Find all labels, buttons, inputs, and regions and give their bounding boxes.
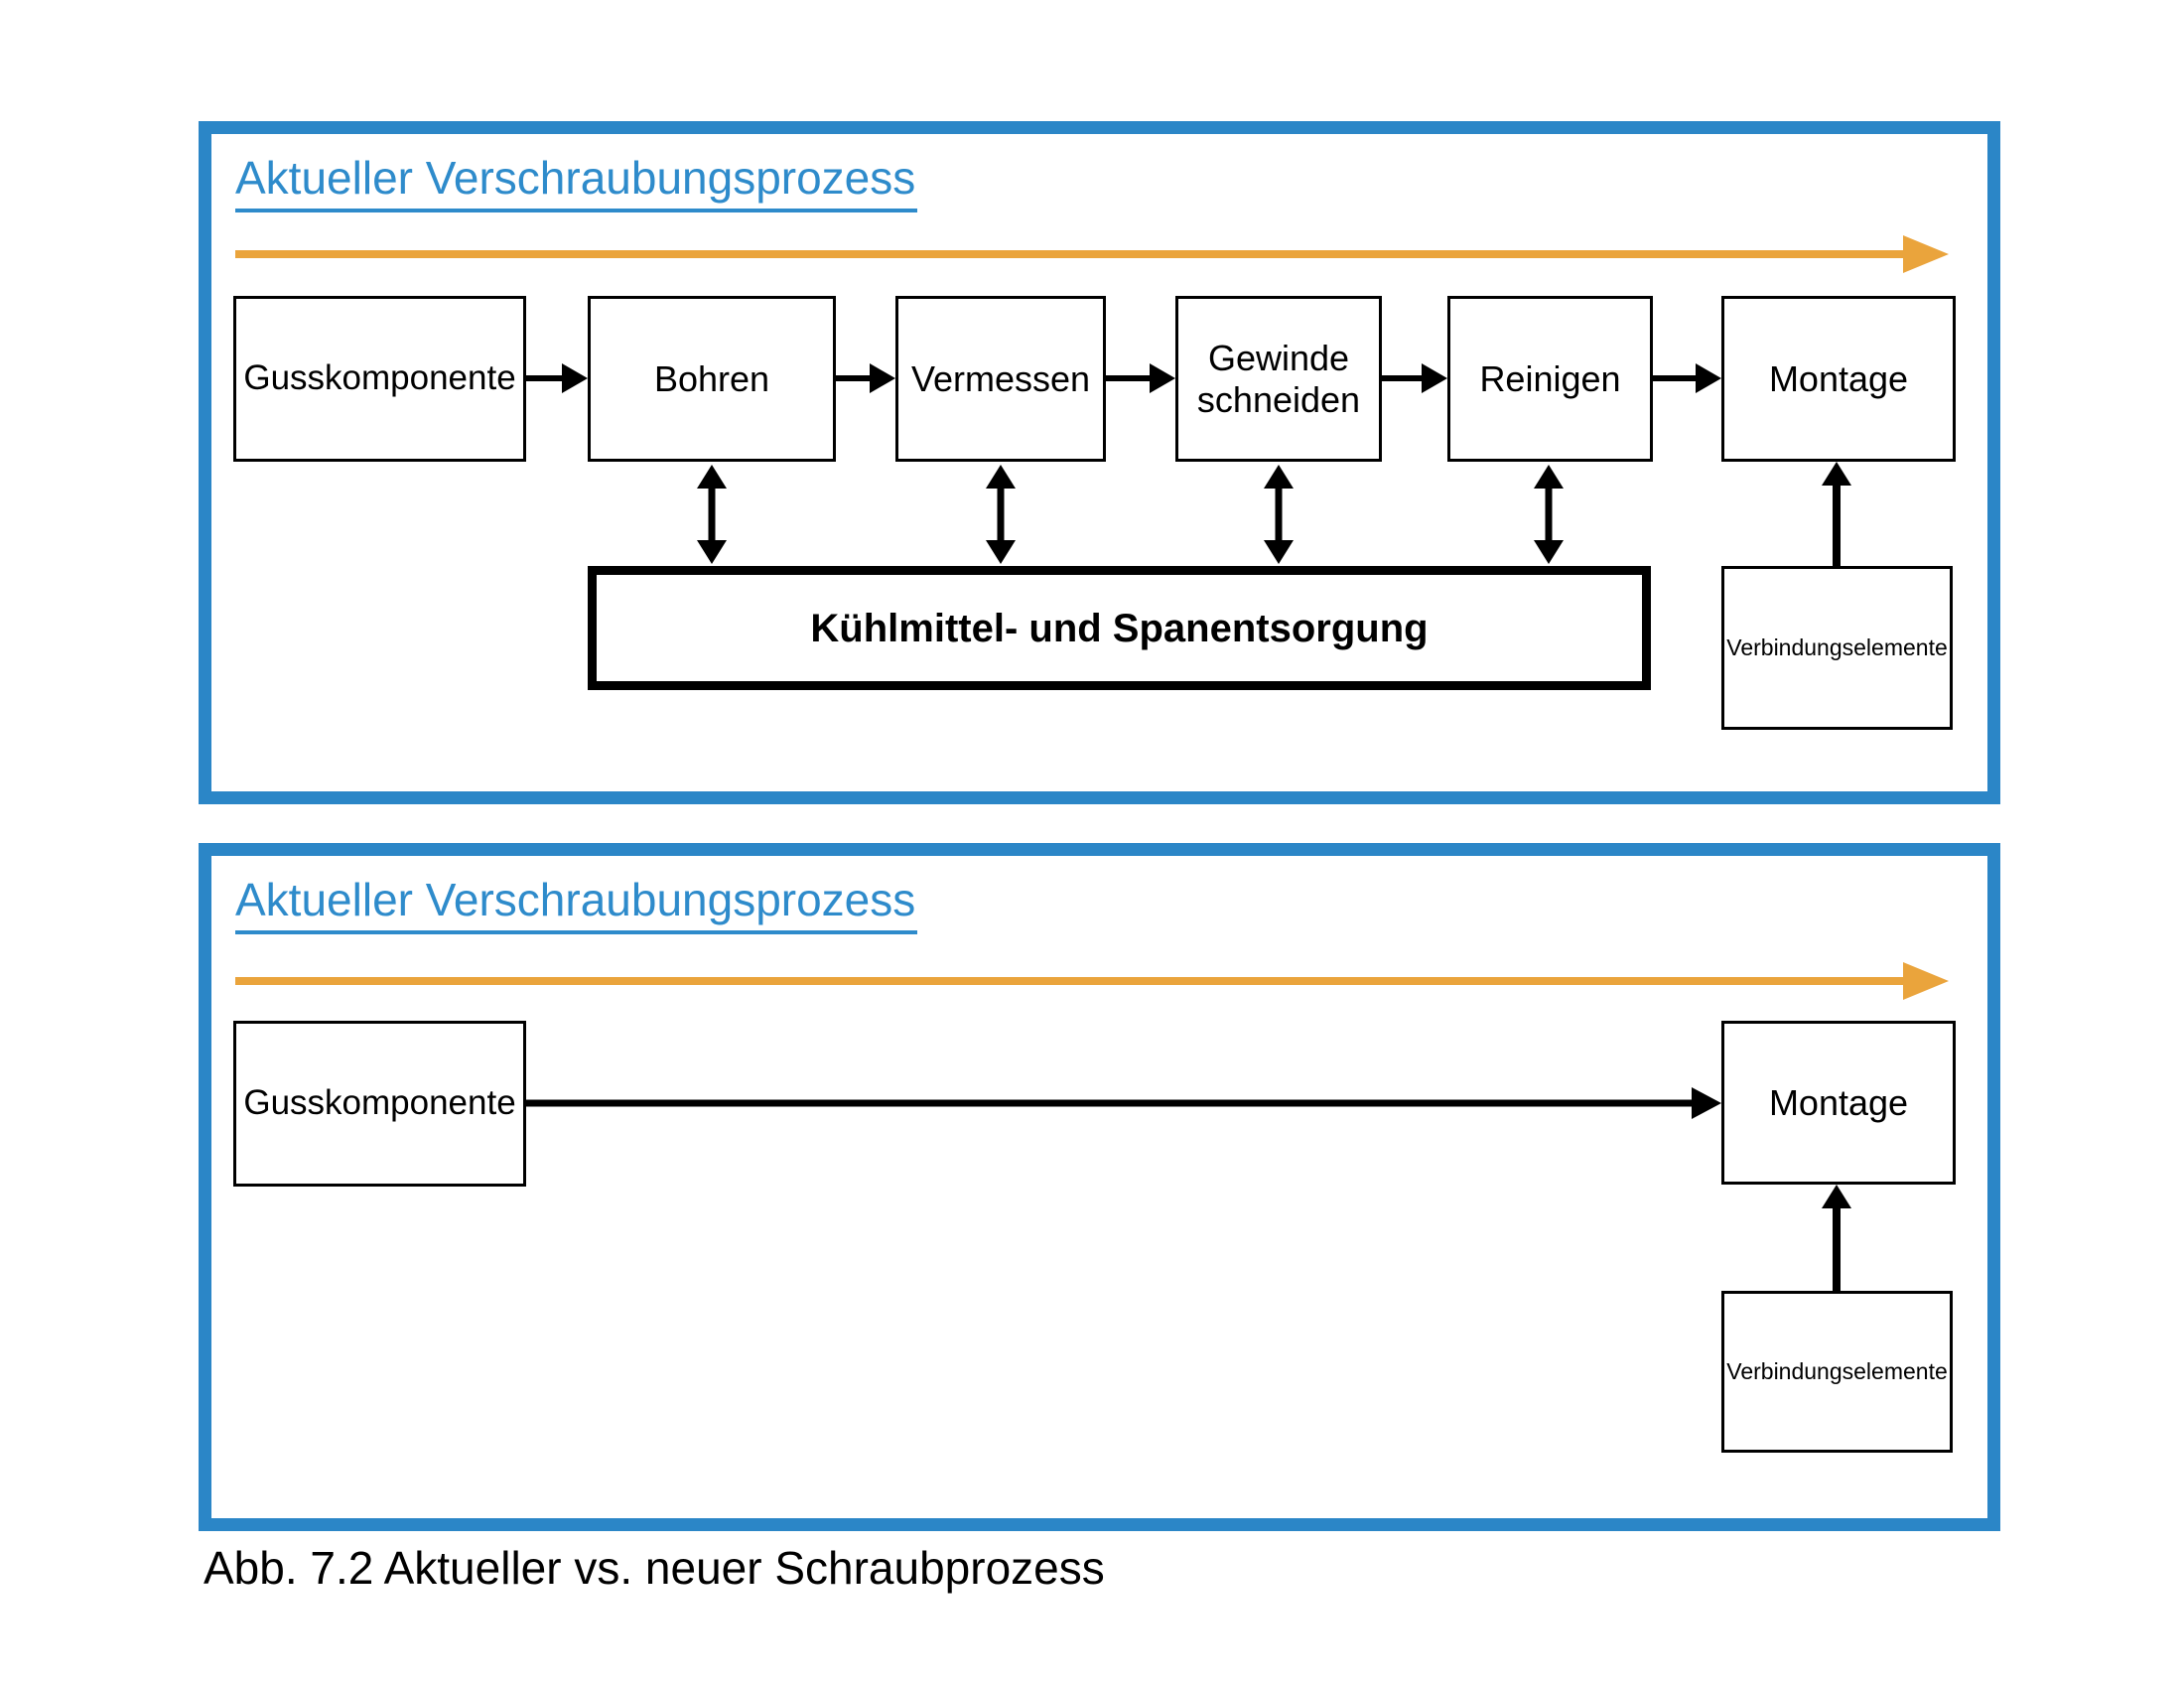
coolant-box-label: Kühlmittel- und Spanentsorgung — [810, 606, 1429, 650]
step-label: Gusskomponente — [243, 1083, 516, 1123]
flow-arrow-shaft — [1106, 375, 1154, 381]
flow-arrow-shaft — [526, 375, 566, 381]
step-label: Reinigen — [1479, 357, 1621, 399]
step-montage: Montage — [1721, 1021, 1956, 1185]
step-vermessen: Vermessen — [895, 296, 1106, 462]
coolant-exchange-arrow-reinigen — [1532, 465, 1566, 564]
coolant-exchange-arrow-vermessen — [984, 465, 1018, 564]
step-montage: Montage — [1721, 296, 1956, 462]
flow-arrow-4 — [1382, 359, 1447, 397]
flow-arrow-shaft — [1382, 375, 1426, 381]
arrow-shaft — [1833, 1200, 1841, 1291]
arrow-shaft — [708, 481, 716, 548]
fasteners-box-label: Verbindungselemente — [1726, 634, 1948, 661]
fasteners-box: Verbindungselemente — [1721, 566, 1953, 730]
step-label: Gewinde schneiden — [1196, 338, 1361, 420]
coolant-box: Kühlmittel- und Spanentsorgung — [588, 566, 1651, 690]
fasteners-supply-arrow — [1820, 1185, 1853, 1291]
step-gusskomponente: Gusskomponente — [233, 1021, 526, 1187]
flow-arrow-5 — [1653, 359, 1721, 397]
flow-arrow-2 — [836, 359, 895, 397]
figure-caption: Abb. 7.2 Aktueller vs. neuer Schraubproz… — [204, 1542, 1105, 1594]
arrow-shaft — [1275, 481, 1283, 548]
step-label: Montage — [1768, 1081, 1909, 1123]
fasteners-supply-arrow — [1820, 462, 1853, 566]
step-gusskomponente: Gusskomponente — [233, 296, 526, 462]
step-label: Vermessen — [910, 357, 1091, 399]
timeline-arrow-shaft — [235, 977, 1909, 985]
step-reinigen: Reinigen — [1447, 296, 1653, 462]
panel-title: Aktueller Verschraubungsprozess — [235, 872, 918, 934]
panel-current-process: Aktueller Verschraubungsprozess Gusskomp… — [199, 121, 2000, 804]
panel-title: Aktueller Verschraubungsprozess — [235, 150, 918, 212]
timeline-arrow — [235, 234, 1949, 274]
step-label: Bohren — [653, 357, 770, 399]
fasteners-box-label: Verbindungselemente — [1726, 1358, 1948, 1385]
arrow-shaft — [1833, 478, 1841, 566]
timeline-arrow — [235, 961, 1949, 1001]
fasteners-box: Verbindungselemente — [1721, 1291, 1953, 1453]
timeline-arrow-shaft — [235, 250, 1909, 258]
step-label: Montage — [1768, 357, 1909, 399]
step-bohren: Bohren — [588, 296, 836, 462]
coolant-exchange-arrow-gewinde — [1262, 465, 1296, 564]
arrow-shaft — [1545, 481, 1553, 548]
flow-arrow-3 — [1106, 359, 1175, 397]
flow-arrow-shaft — [526, 1099, 1696, 1107]
panel-new-process: Aktueller Verschraubungsprozess Gusskomp… — [199, 843, 2000, 1531]
flow-arrow-1 — [526, 359, 588, 397]
step-gewinde-schneiden: Gewinde schneiden — [1175, 296, 1382, 462]
direct-flow-arrow — [526, 1084, 1721, 1122]
step-label: Gusskomponente — [243, 358, 516, 398]
flow-arrow-shaft — [836, 375, 874, 381]
arrow-shaft — [997, 481, 1005, 548]
coolant-exchange-arrow-bohren — [695, 465, 729, 564]
flow-arrow-shaft — [1653, 375, 1700, 381]
